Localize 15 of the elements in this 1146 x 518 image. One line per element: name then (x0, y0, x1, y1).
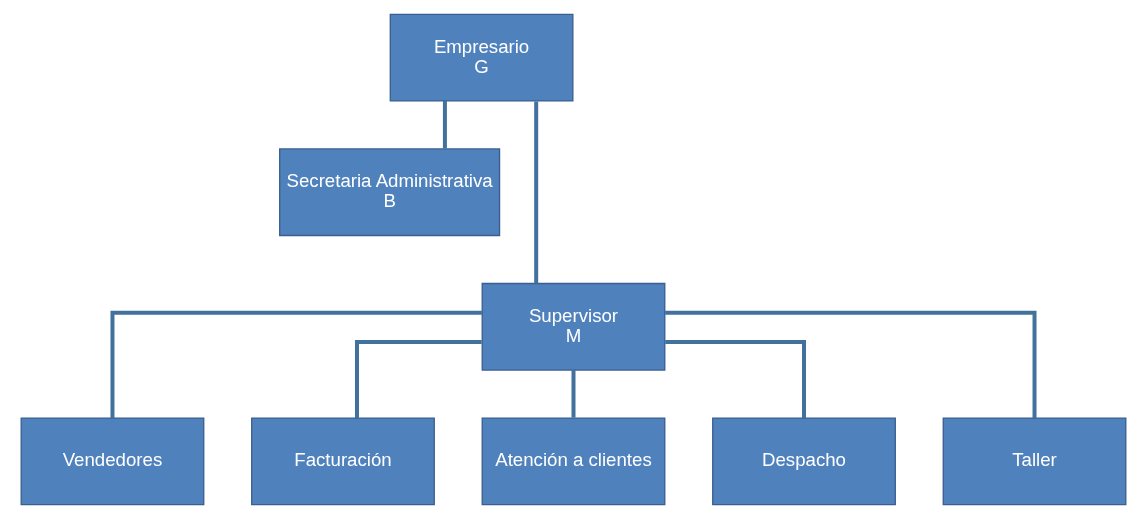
connector (571, 369, 575, 418)
connector (664, 310, 1037, 418)
node-box: Empresario G (389, 13, 573, 102)
connector (354, 339, 482, 418)
connector (442, 100, 447, 148)
node-box: Taller (942, 416, 1126, 505)
node-box: Secretaria Administrativa B (278, 147, 500, 236)
connector (109, 310, 482, 418)
node-box: Supervisor M (481, 282, 665, 371)
node-box: Despacho (711, 416, 896, 505)
node-box: Atención a clientes (481, 416, 665, 505)
node-box: Facturación (250, 416, 435, 505)
connector (664, 339, 806, 418)
node-box: Vendedores (20, 416, 204, 505)
connector (533, 100, 538, 283)
